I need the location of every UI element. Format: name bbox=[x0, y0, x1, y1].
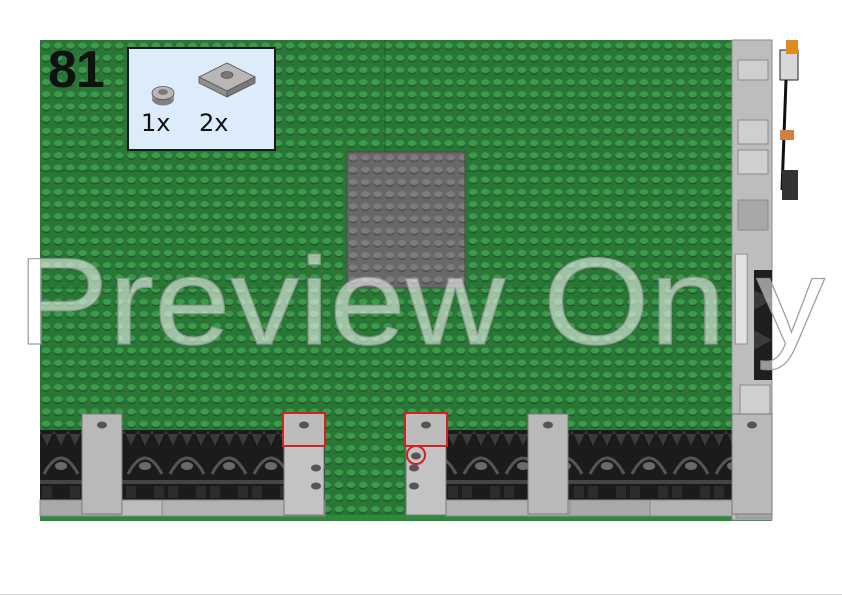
new-tile-right bbox=[404, 412, 448, 447]
round-plate-1x1-icon bbox=[151, 86, 175, 106]
page-bottom-rule bbox=[0, 594, 842, 595]
part-qty-tile: 2x bbox=[199, 109, 229, 137]
fence-pillars bbox=[81, 413, 773, 516]
new-tile-left bbox=[282, 412, 326, 447]
watermark-text: Preview Only bbox=[17, 233, 825, 371]
dark-grey-plate bbox=[346, 151, 466, 289]
part-qty-round-plate: 1x bbox=[141, 109, 171, 137]
step-number: 81 bbox=[48, 41, 105, 99]
fence-row bbox=[39, 430, 733, 517]
tile-2x2-with-stud-icon bbox=[198, 62, 256, 98]
parts-callout: 1x 2x bbox=[127, 47, 276, 151]
preview-watermark: Preview Only bbox=[16, 232, 825, 371]
new-round-plate bbox=[406, 445, 426, 465]
